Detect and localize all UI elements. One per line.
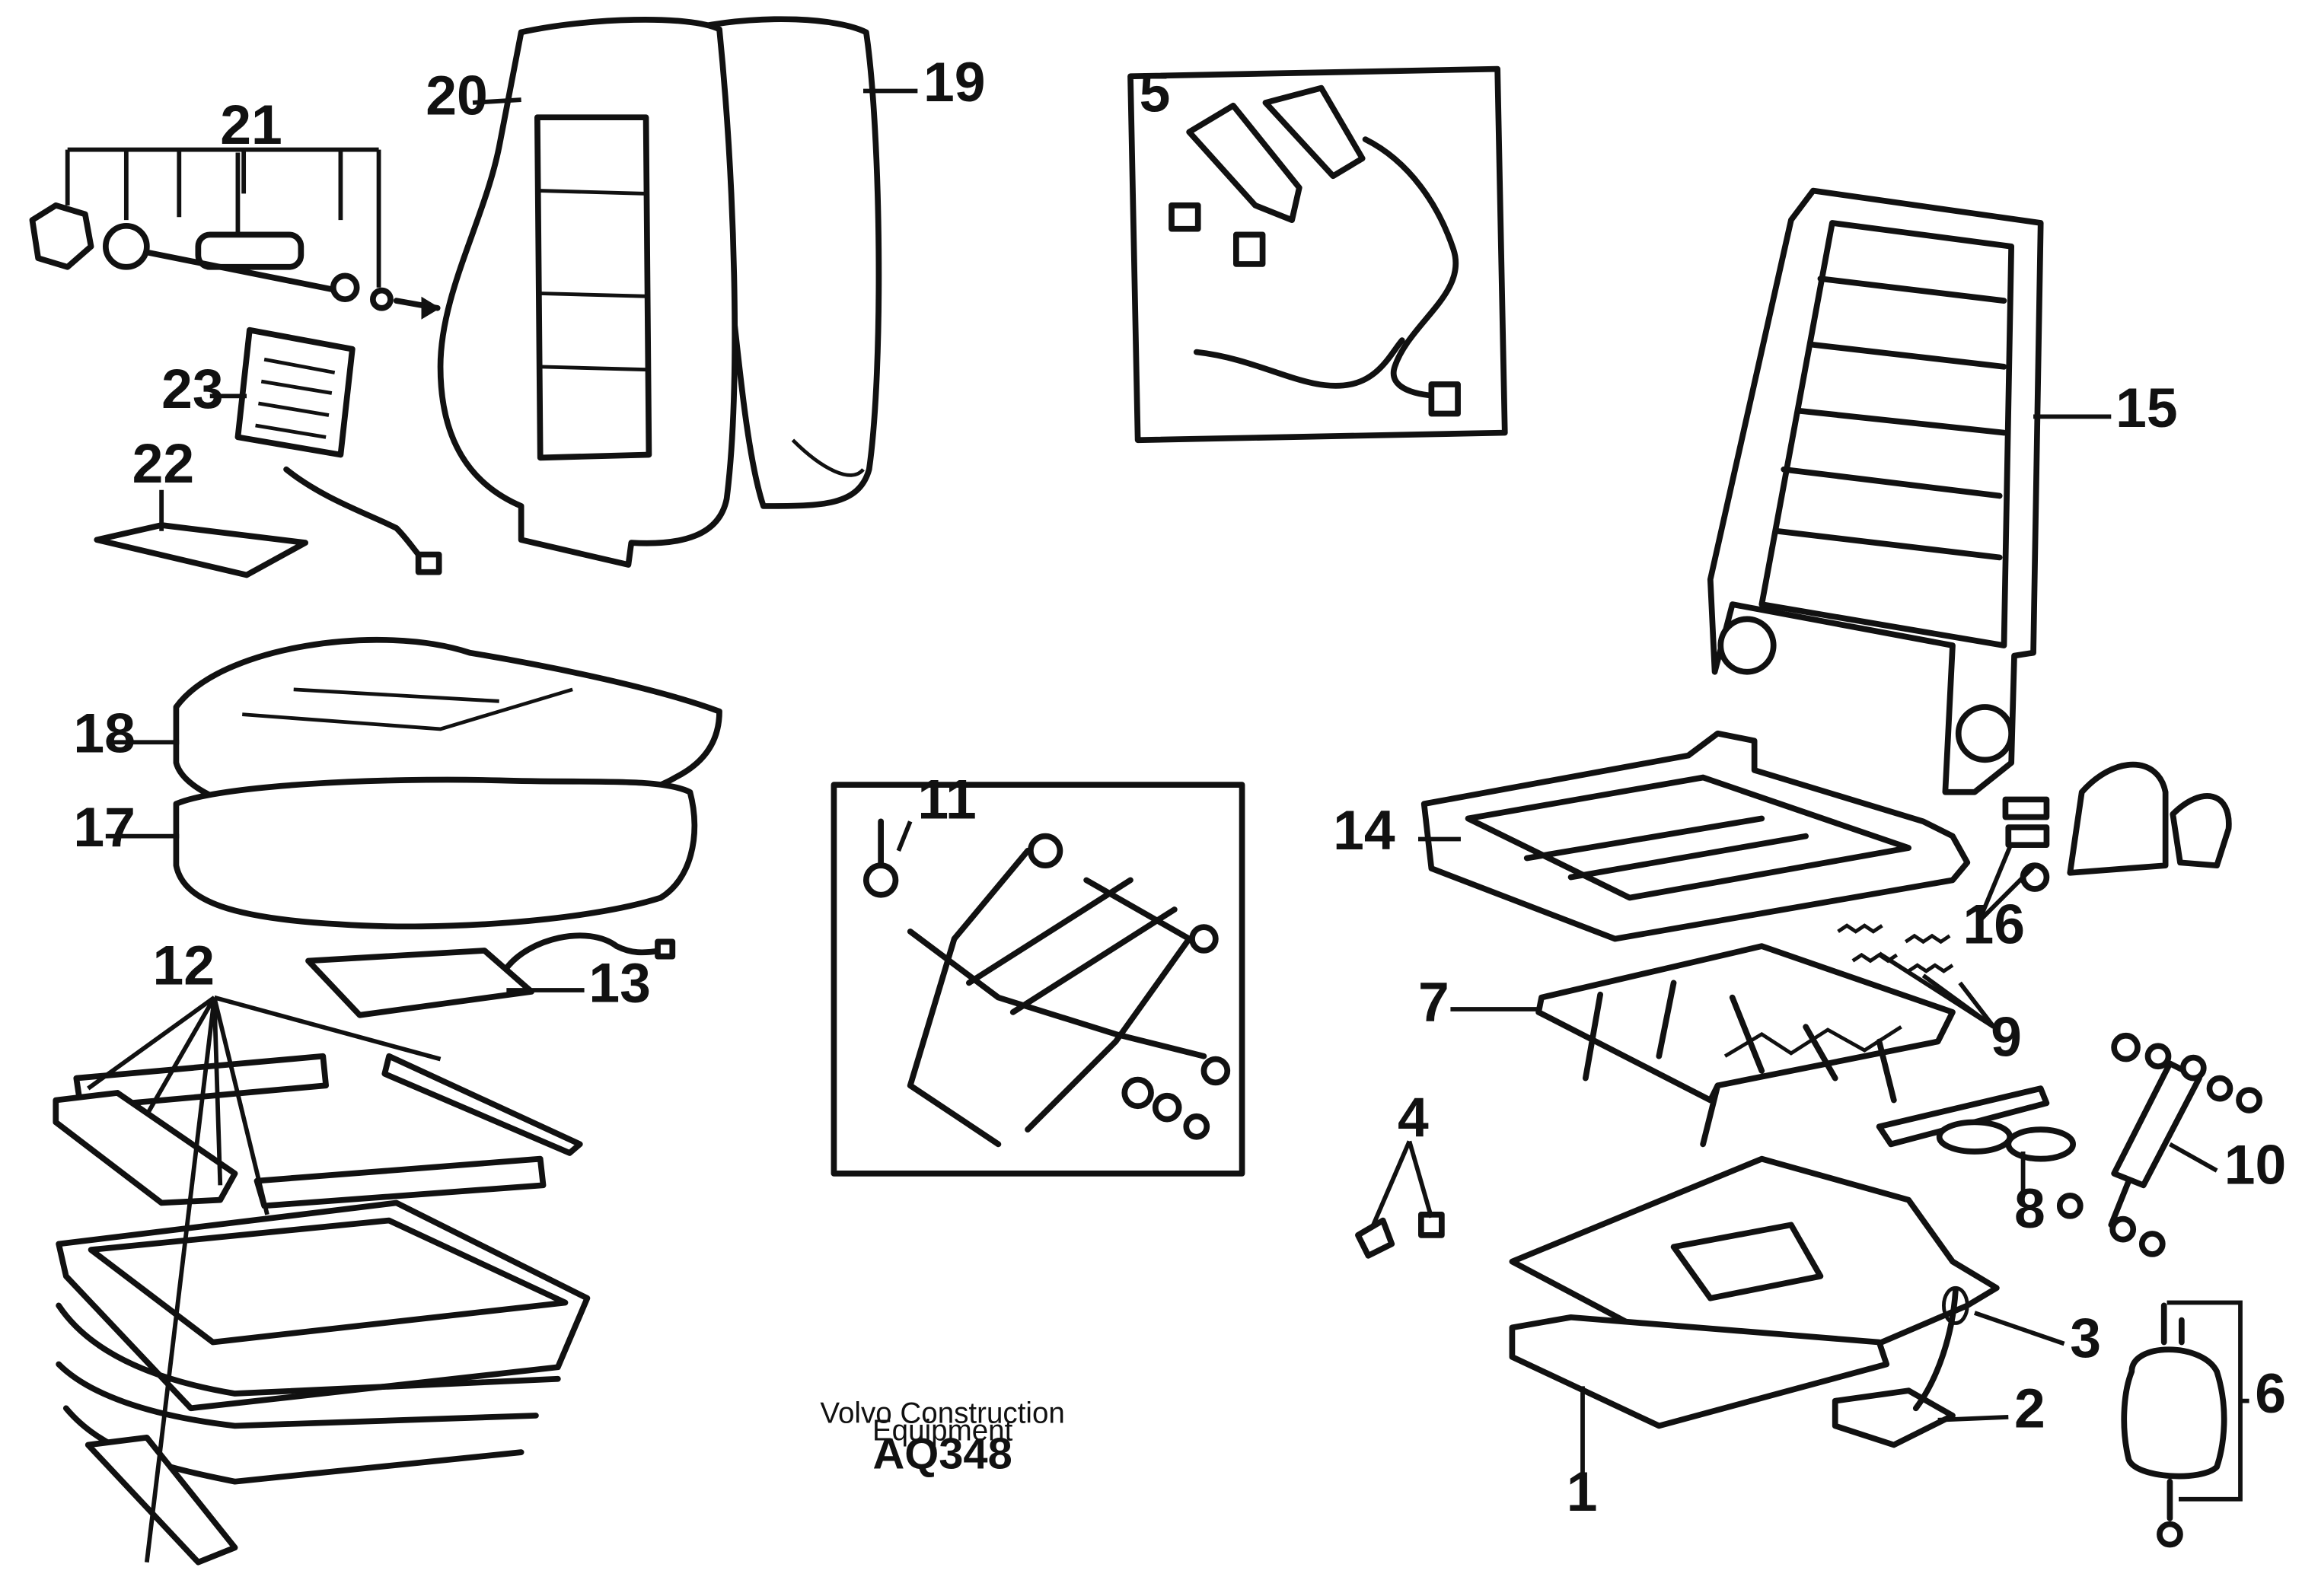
cable (1912, 1285, 1969, 1412)
springs (1837, 923, 1954, 973)
bellows-brackets (53, 1053, 583, 1209)
part-number-17: 17 (73, 796, 136, 859)
shock-absorber (2056, 1032, 2262, 1257)
part-number-20: 20 (426, 64, 488, 126)
heating-pad (234, 327, 442, 575)
part-number-19: 19 (923, 51, 986, 113)
part-number-9: 9 (1991, 1006, 2022, 1069)
drawing-code: AQ348 (872, 1429, 1012, 1478)
seat-cushion-top (173, 636, 722, 822)
detail-box-wiring (1127, 65, 1508, 444)
detail-box-scissor (831, 782, 1245, 1177)
seat-frame (1420, 730, 1971, 942)
seat-heater-element (305, 932, 676, 1018)
lumbar-support-kit (29, 147, 441, 320)
clips (1355, 1212, 1445, 1259)
tilt-adjuster-parts (2002, 761, 2232, 892)
part-number-2: 2 (2014, 1377, 2045, 1439)
seat-cushion-bottom (173, 776, 698, 930)
part-number-labels: 1 2 3 4 5 6 7 8 9 10 11 12 13 14 15 16 1… (73, 51, 2286, 1523)
part-number-16: 16 (1963, 893, 2026, 955)
backrest-cushion-rear (699, 16, 882, 509)
part-number-8: 8 (2014, 1177, 2045, 1240)
heating-mat (94, 522, 308, 578)
part-number-10: 10 (2224, 1133, 2287, 1196)
part-number-14: 14 (1333, 799, 1395, 862)
adjust-lever (1876, 1085, 2076, 1162)
credit-block: Volvo Construction Equipment AQ348 (820, 1397, 1065, 1479)
part-number-5: 5 (1140, 62, 1171, 124)
part-number-13: 13 (588, 951, 651, 1014)
slide-mechanism (1535, 943, 1956, 1148)
part-number-7: 7 (1418, 970, 1449, 1033)
part-number-6: 6 (2255, 1362, 2286, 1425)
suspension-base (1509, 1314, 1956, 1448)
part-number-22: 22 (132, 432, 195, 495)
part-number-21: 21 (220, 94, 282, 156)
backrest-frame (1707, 187, 2044, 795)
part-number-18: 18 (73, 702, 136, 765)
part-number-23: 23 (161, 358, 224, 420)
part-number-15: 15 (2115, 377, 2178, 439)
air-spring (2121, 1302, 2227, 1548)
part-number-11: 11 (917, 769, 976, 831)
credit-line-1: Volvo Construction (820, 1397, 1065, 1430)
part-number-4: 4 (1398, 1087, 1429, 1149)
bellows-frame (56, 1199, 591, 1566)
part-number-3: 3 (2070, 1307, 2101, 1369)
part-number-12: 12 (153, 934, 215, 996)
part-number-1: 1 (1567, 1461, 1598, 1523)
credit-line-2: Equipment (872, 1415, 1013, 1448)
backrest-cushion-front (437, 17, 738, 568)
leader-lines (87, 88, 2249, 1563)
